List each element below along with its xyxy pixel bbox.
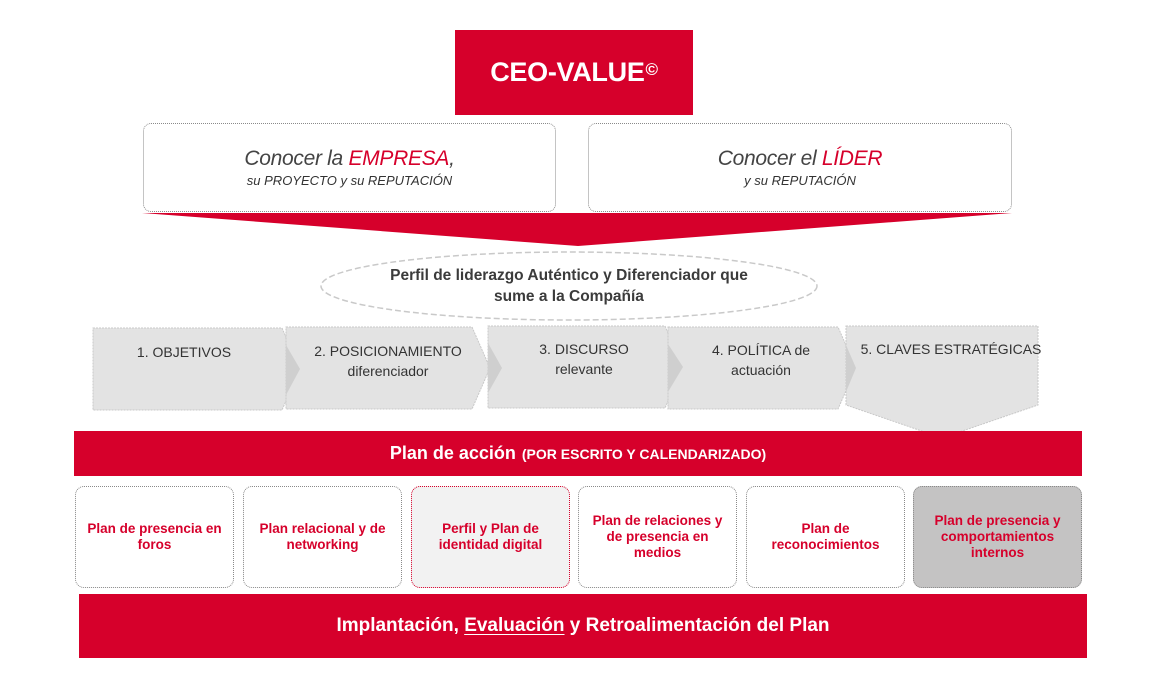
step-point-4 <box>846 345 856 392</box>
funnel-arrow <box>142 213 1012 246</box>
step-point-3 <box>668 344 683 392</box>
step-5-label: 5. CLAVES ESTRATÉGICAS <box>856 339 1046 399</box>
impl-text-1: Implantación, <box>336 615 465 636</box>
heading-prefix: Conocer la <box>244 147 349 170</box>
plan-card-networking: Plan relacional y de networking <box>243 486 402 588</box>
profile-line-2: sume a la Compañía <box>494 288 644 305</box>
know-company-box: Conocer la EMPRESA, su PROYECTO y su REP… <box>143 123 556 212</box>
title-text: CEO-VALUE <box>490 57 645 87</box>
action-plan-title: Plan de acción <box>389 443 516 463</box>
know-leader-subtitle: y su REPUTACIÓN <box>744 173 856 188</box>
step-1-label: 1. OBJETIVOS <box>93 342 275 402</box>
step-title: 2. POSICIONAMIENTO <box>314 343 462 359</box>
plan-card-reconocimientos: Plan de reconocimientos <box>746 486 905 588</box>
step-chevron-2 <box>285 326 491 410</box>
step-4-label: 4. POLÍTICA de actuación <box>683 340 839 400</box>
step-title: 3. DISCURSO <box>539 341 629 357</box>
know-company-heading: Conocer la EMPRESA, <box>244 147 455 171</box>
step-title: 4. POLÍTICA de <box>711 342 811 358</box>
step-point-2 <box>488 343 502 393</box>
heading-suffix: , <box>449 147 455 170</box>
step-title: 5. CLAVES ESTRATÉGICAS <box>860 341 1042 357</box>
heading-accent: EMPRESA <box>348 147 450 170</box>
know-leader-box: Conocer el LÍDER y su REPUTACIÓN <box>588 123 1012 212</box>
action-plan-note: (POR ESCRITO Y CALENDARIZADO) <box>521 445 767 462</box>
plan-card-internos: Plan de presencia y comportamientos inte… <box>913 486 1082 588</box>
impl-text-2: y Retroalimentación del Plan <box>564 615 830 636</box>
step-3-label: 3. DISCURSO relevante <box>502 339 666 399</box>
ceo-value-title: CEO-VALUE© <box>455 30 693 115</box>
heading-accent: LÍDER <box>821 147 883 170</box>
impl-text-underlined: Evaluación <box>464 615 565 636</box>
plan-card-identidad-digital: Perfil y Plan de identidad digital <box>411 486 570 588</box>
plan-card-medios: Plan de relaciones y de presencia en med… <box>578 486 737 588</box>
step-subtitle: diferenciador <box>347 363 429 379</box>
profile-statement: Perfil de liderazgo Auténtico y Diferenc… <box>320 252 818 320</box>
step-title: 1. OBJETIVOS <box>136 344 232 360</box>
plan-card-foros: Plan de presencia en foros <box>75 486 234 588</box>
know-leader-heading: Conocer el LÍDER <box>717 147 883 171</box>
action-plan-bar: Plan de acción (POR ESCRITO Y CALENDARIZ… <box>74 431 1082 476</box>
step-subtitle: actuación <box>731 362 791 378</box>
profile-ellipse <box>320 251 818 321</box>
profile-line-1: Perfil de liderazgo Auténtico y Diferenc… <box>390 267 748 284</box>
step-point-1 <box>286 345 300 395</box>
heading-prefix: Conocer el <box>717 147 822 170</box>
step-subtitle: relevante <box>555 361 613 377</box>
implementation-bar: Implantación, Evaluación y Retroalimenta… <box>79 594 1087 658</box>
step-2-label: 2. POSICIONAMIENTO diferenciador <box>300 341 476 401</box>
know-company-subtitle: su PROYECTO y su REPUTACIÓN <box>246 173 453 188</box>
copyright-symbol: © <box>645 59 659 79</box>
